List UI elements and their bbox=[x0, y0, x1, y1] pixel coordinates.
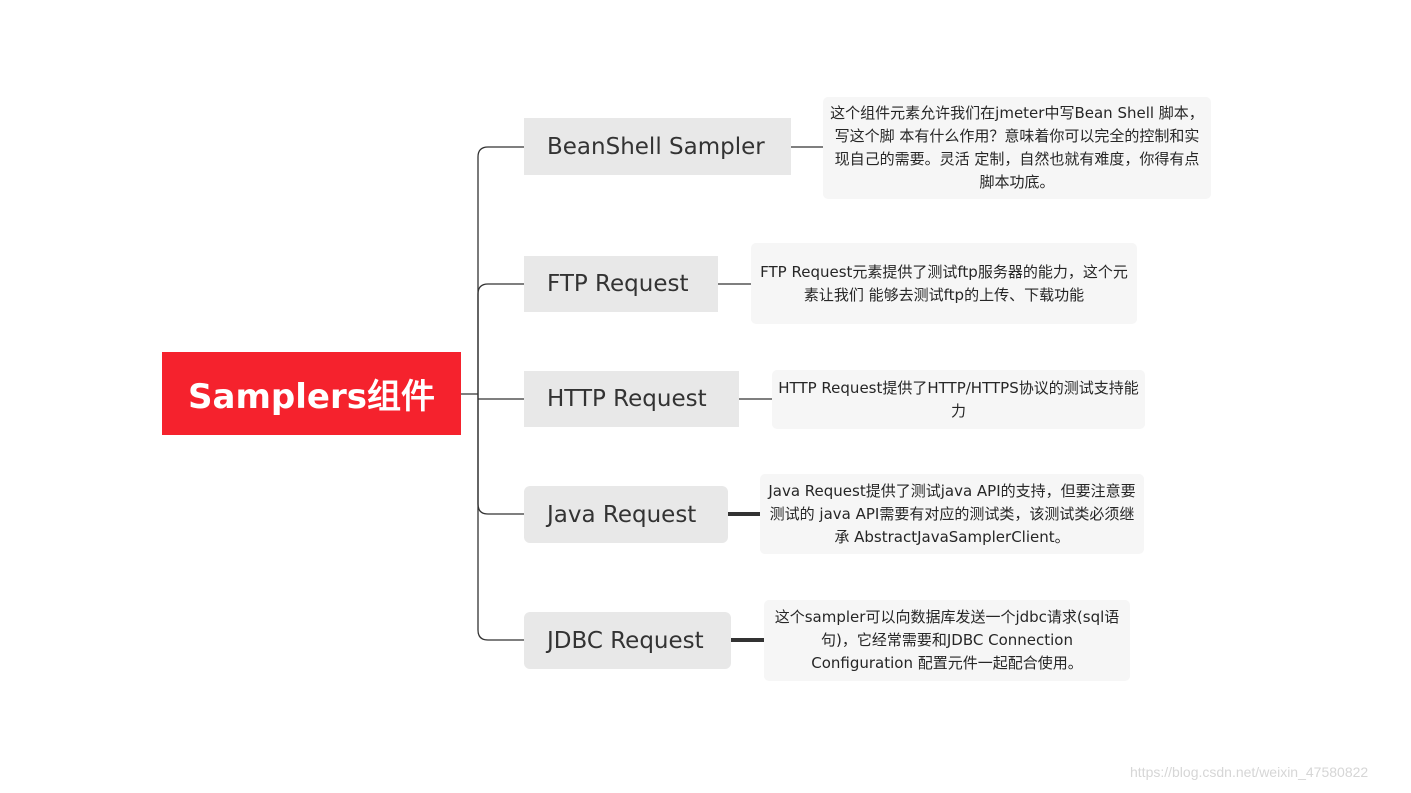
branch-jdbc-request[interactable]: JDBC Request bbox=[524, 612, 731, 669]
branch-java-request[interactable]: Java Request bbox=[524, 486, 728, 543]
note-java-request[interactable]: Java Request提供了测试java API的支持，但要注意要测试的 ja… bbox=[760, 474, 1144, 554]
note-text: Java Request提供了测试java API的支持，但要注意要测试的 ja… bbox=[768, 481, 1136, 546]
root-node[interactable]: Samplers组件 bbox=[162, 352, 461, 435]
note-text: 这个组件元素允许我们在jmeter中写Bean Shell 脚本，写这个脚 本有… bbox=[830, 104, 1204, 191]
note-jdbc-request[interactable]: 这个sampler可以向数据库发送一个jdbc请求(sql语句)，它经常需要和J… bbox=[764, 600, 1130, 681]
note-http-request[interactable]: HTTP Request提供了HTTP/HTTPS协议的测试支持能力 bbox=[772, 370, 1145, 429]
branch-beanshell-sampler[interactable]: BeanShell Sampler bbox=[524, 118, 791, 175]
branch-connector-jdbc bbox=[477, 394, 524, 641]
branch-connector-beanshell bbox=[477, 146, 524, 394]
branch-http-request[interactable]: HTTP Request bbox=[524, 371, 739, 427]
branch-ftp-request[interactable]: FTP Request bbox=[524, 256, 718, 312]
note-text: FTP Request元素提供了测试ftp服务器的能力，这个元素让我们 能够去测… bbox=[760, 262, 1128, 304]
note-ftp-request[interactable]: FTP Request元素提供了测试ftp服务器的能力，这个元素让我们 能够去测… bbox=[751, 243, 1137, 324]
branch-connector-ftp bbox=[477, 283, 524, 394]
watermark: https://blog.csdn.net/weixin_47580822 bbox=[1130, 764, 1369, 780]
note-text: HTTP Request提供了HTTP/HTTPS协议的测试支持能力 bbox=[778, 378, 1139, 420]
note-beanshell-sampler[interactable]: 这个组件元素允许我们在jmeter中写Bean Shell 脚本，写这个脚 本有… bbox=[823, 97, 1211, 199]
branch-connector-java bbox=[477, 394, 524, 515]
note-text: 这个sampler可以向数据库发送一个jdbc请求(sql语句)，它经常需要和J… bbox=[774, 608, 1120, 672]
